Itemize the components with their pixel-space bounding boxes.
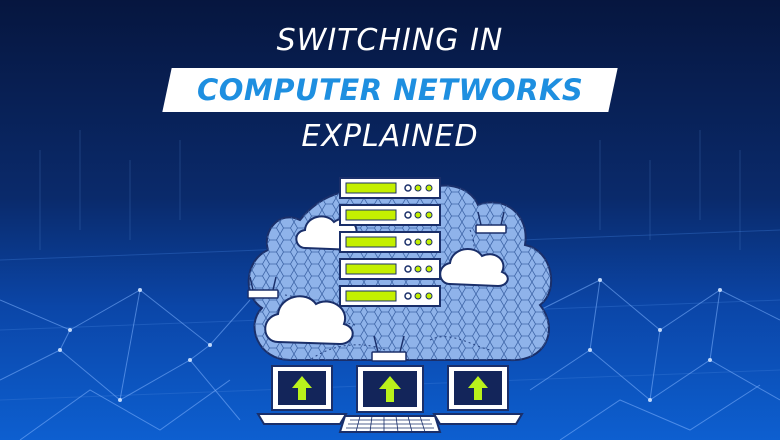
title-line-1: SWITCHING IN [276,23,504,58]
server-rack-icon [339,177,441,307]
server-unit [339,204,441,226]
laptop-icon [256,365,348,425]
title-block: SWITCHING IN COMPUTER NETWORKS EXPLAINED [0,22,780,156]
upload-arrow-icon [379,376,401,402]
cloud-icon [439,247,509,288]
server-unit [339,285,441,307]
router-icon [371,335,407,362]
server-unit [339,177,441,199]
router-icon [475,211,507,234]
laptop-icon [432,365,524,425]
title-line-3: EXPLAINED [301,119,479,154]
server-unit [339,258,441,280]
upload-arrow-icon [468,376,488,400]
router-icon [247,276,279,299]
laptop-icon [338,365,442,433]
server-unit [339,231,441,253]
cloud-icon [264,295,354,346]
upload-arrow-icon [292,376,312,400]
